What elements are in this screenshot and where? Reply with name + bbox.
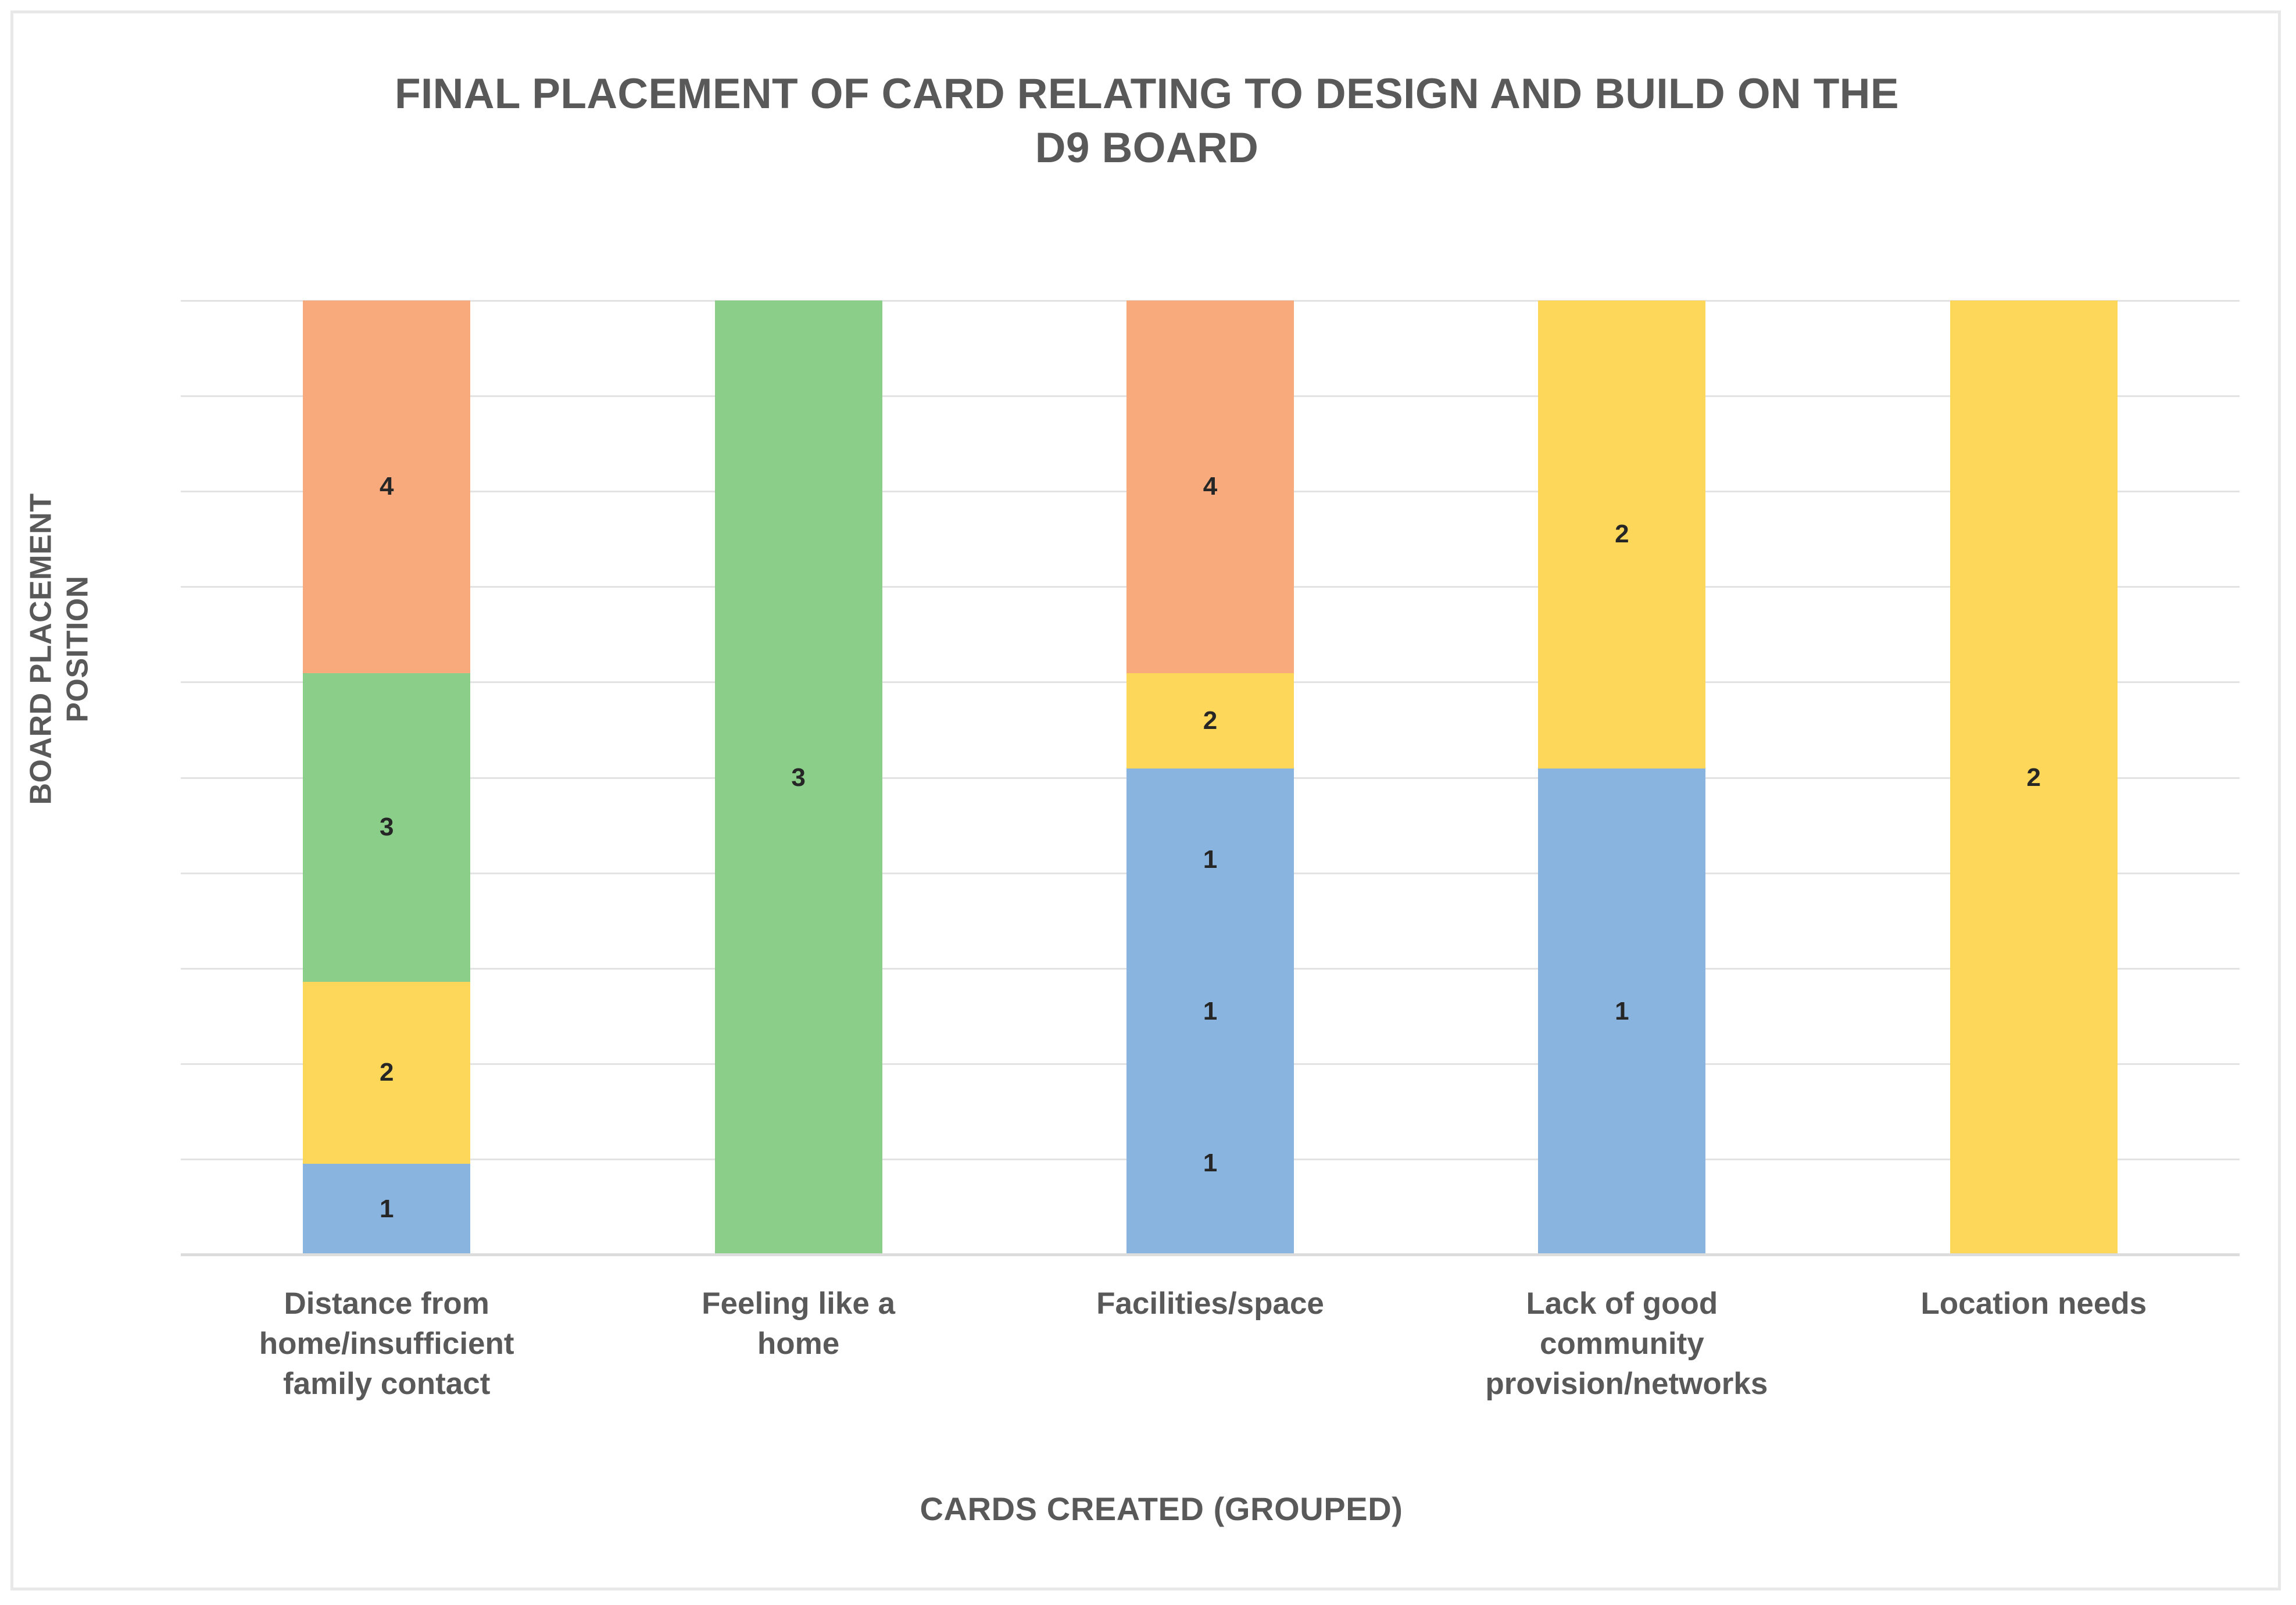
bar-segment[interactable]: 2: [1126, 673, 1294, 768]
x-axis-category-label-line: Location needs: [1921, 1286, 2147, 1321]
bar-stack[interactable]: 4 3 2 1: [303, 301, 471, 1254]
bar-value-label: 4: [379, 472, 394, 501]
bar-segment[interactable]: 3: [714, 301, 882, 1254]
x-axis-category-label-line: Distance from: [284, 1286, 489, 1321]
y-axis-title-line-1: BOARD PLACEMENT: [24, 493, 58, 805]
bar-value-label: 4: [1203, 472, 1218, 501]
bar-value-label: 1: [1615, 996, 1629, 1025]
bar-value-label: 1: [1203, 1149, 1218, 1178]
x-axis-category-label-line: provision/networks: [1485, 1366, 1768, 1401]
y-axis-title-line-2: POSITION: [61, 575, 95, 723]
x-axis-category-label: Location needs: [1897, 1284, 2170, 1324]
bar-segment[interactable]: 2: [303, 982, 471, 1164]
bar-segment[interactable]: 4: [303, 301, 471, 673]
chart-title-line-1: FINAL PLACEMENT OF CARD RELATING TO DESI…: [394, 70, 1900, 117]
bar-value-label: 1: [1203, 996, 1218, 1025]
x-axis-line: [181, 1253, 2240, 1256]
bar-value-label: 3: [379, 813, 394, 842]
x-axis-category-label-line: family contact: [282, 1366, 491, 1401]
bar-value-label: 2: [379, 1058, 394, 1087]
bar-stack[interactable]: 2: [1950, 301, 2118, 1254]
bar-segment[interactable]: 2: [1950, 301, 2118, 1254]
bar-segment[interactable]: 1: [1538, 768, 1706, 1254]
bar-segment[interactable]: 2: [1538, 301, 1706, 768]
x-axis-category-label-line: Lack of good community: [1526, 1286, 1718, 1361]
chart-title: FINAL PLACEMENT OF CARD RELATING TO DESI…: [188, 67, 2106, 176]
x-axis-category-label-line: Facilities/space: [1096, 1286, 1324, 1321]
x-axis-category-label: Feeling like a home: [662, 1284, 935, 1364]
chart-title-line-2: D9 BOARD: [1035, 124, 1259, 172]
bar-value-label: 1: [379, 1194, 394, 1223]
x-axis-category-label: Distance from home/insufficient family con…: [250, 1284, 523, 1404]
x-axis-category-label: Lack of good community provision/networks: [1485, 1284, 1768, 1404]
x-axis-category-label-line: Feeling like a home: [702, 1286, 896, 1361]
bar-value-label: 2: [2026, 763, 2041, 792]
bar-segment[interactable]: 3: [303, 673, 471, 982]
x-axis-category-label-line: home/insufficient: [259, 1326, 514, 1361]
x-axis-title: CARDS CREATED (GROUPED): [920, 1490, 1403, 1527]
bar-stack[interactable]: 4 2 1 1 1: [1126, 301, 1294, 1254]
y-axis-title: BOARD PLACEMENT POSITION: [23, 329, 97, 968]
x-axis-category-label: Facilities/space: [1074, 1284, 1347, 1324]
bar-segment[interactable]: 4: [1126, 301, 1294, 673]
bar-value-label: 3: [791, 763, 806, 792]
bar-segment[interactable]: 1: [303, 1163, 471, 1254]
bar-segment[interactable]: 1 1 1: [1126, 768, 1294, 1254]
chart-frame: FINAL PLACEMENT OF CARD RELATING TO DESI…: [10, 10, 2281, 1590]
bar-value-label: 2: [1203, 706, 1218, 735]
bar-value-label: 2: [1615, 520, 1629, 549]
bar-stack[interactable]: 3: [714, 301, 882, 1254]
bar-value-label: 1: [1203, 845, 1218, 874]
